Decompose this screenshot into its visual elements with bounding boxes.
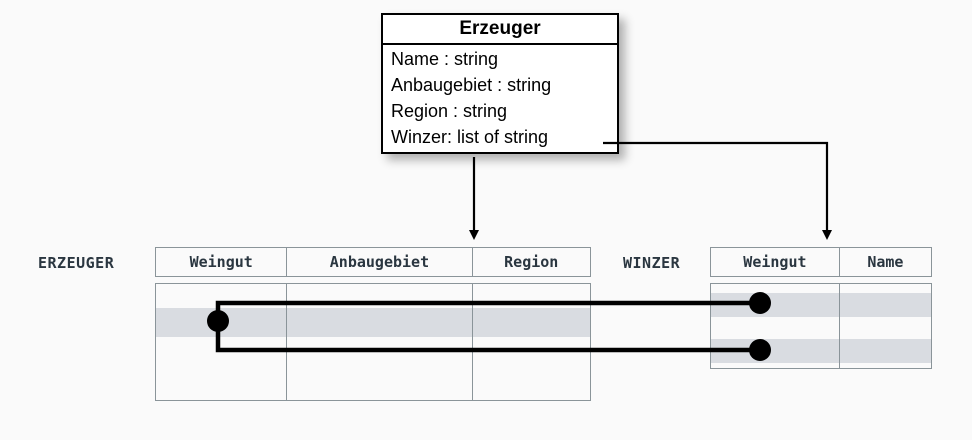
uml-class-name: Erzeuger <box>383 15 617 45</box>
table-header-winzer: Weingut Name <box>710 247 932 277</box>
uml-class-box: Erzeuger Name : string Anbaugebiet : str… <box>381 13 619 154</box>
table-column-region <box>473 284 590 400</box>
uml-attribute-list: Name : string Anbaugebiet : string Regio… <box>383 45 617 152</box>
column-header-name: Name <box>867 253 904 271</box>
winzer-arrow-connector <box>603 141 832 240</box>
table-label-winzer: WINZER <box>623 254 681 272</box>
table-column-weingut <box>156 284 288 400</box>
table-column-name <box>840 284 931 368</box>
table-column-anbaugebiet <box>287 284 473 400</box>
table-column-grid <box>711 284 931 368</box>
table-label-erzeuger: ERZEUGER <box>38 254 115 272</box>
table-header-erzeuger: Weingut Anbaugebiet Region <box>155 247 591 277</box>
column-header-weingut: Weingut <box>711 248 840 276</box>
uml-attribute: Anbaugebiet : string <box>391 75 552 95</box>
table-body-erzeuger <box>155 283 591 401</box>
column-header-anbaugebiet: Anbaugebiet <box>287 248 473 276</box>
uml-attribute: Region : string <box>391 101 508 121</box>
table-body-winzer <box>710 283 932 369</box>
column-header-weingut: Weingut <box>156 248 288 276</box>
table-column-grid <box>156 284 590 400</box>
uml-attribute: Name : string <box>391 49 499 69</box>
table-column-weingut <box>711 284 840 368</box>
column-header-region: Region <box>504 253 559 271</box>
uml-attribute: Winzer: list of string <box>391 127 549 147</box>
